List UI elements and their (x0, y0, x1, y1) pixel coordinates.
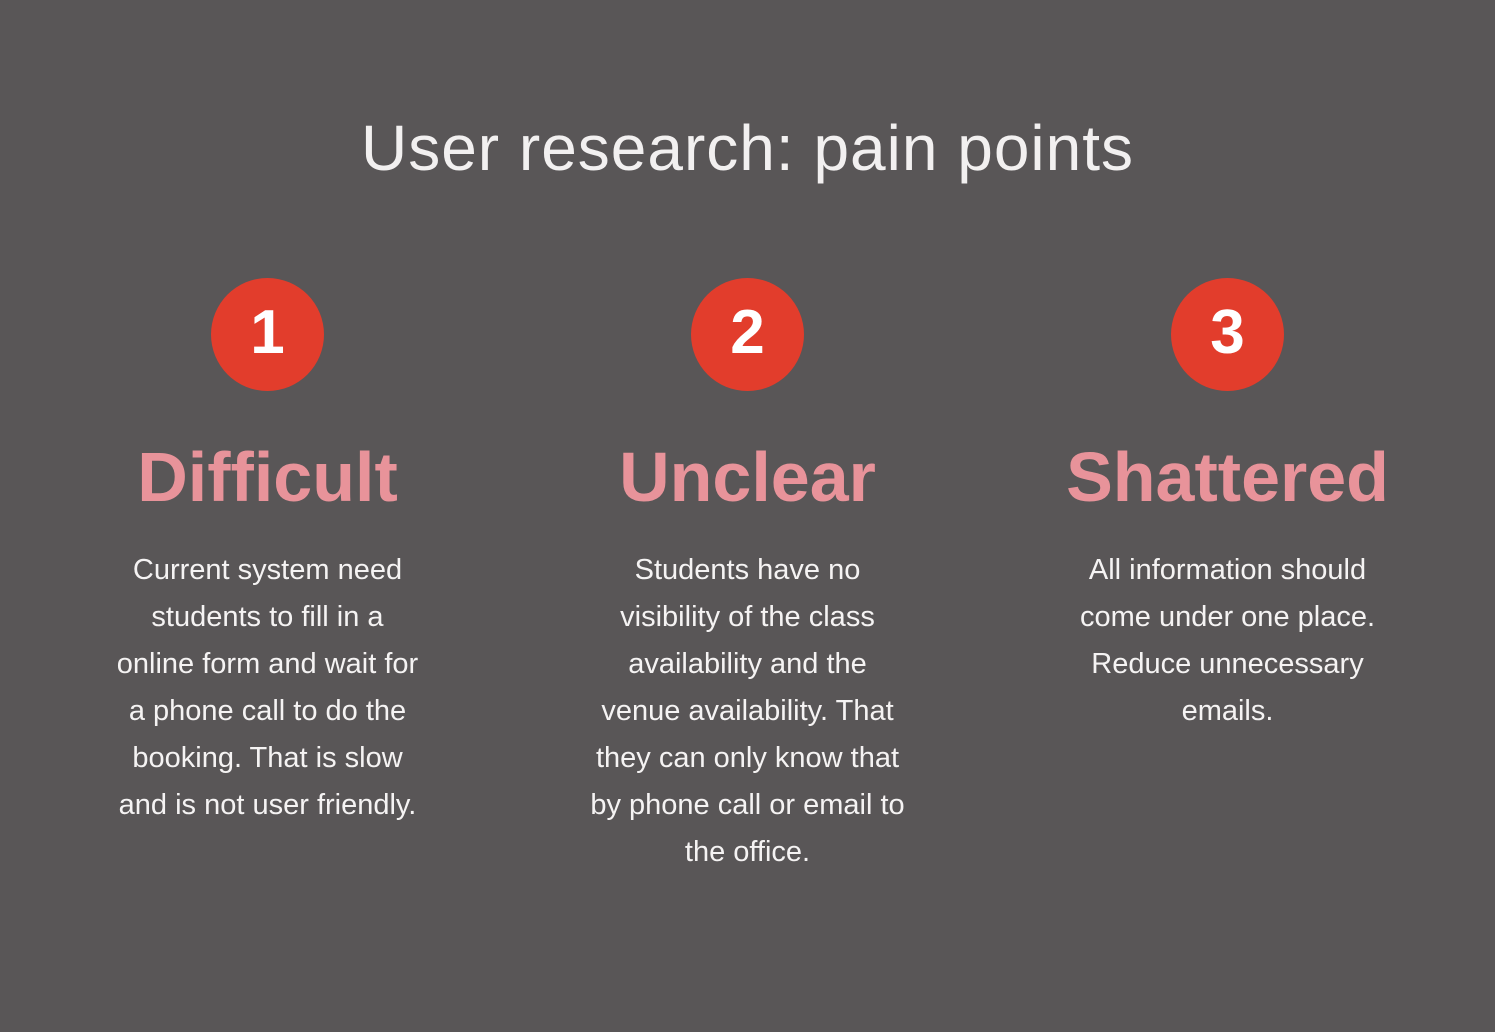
number-circle-1: 1 (211, 278, 324, 391)
number-circle-2: 2 (691, 278, 804, 391)
pain-point-description: Current system need students to fill in … (116, 554, 419, 821)
number-label: 1 (250, 297, 285, 367)
pain-point-3: 3 Shattered All information should come … (1008, 278, 1448, 876)
number-circle-3: 3 (1171, 278, 1284, 391)
slide-title: User research: pain points (360, 112, 1135, 184)
pain-point-2: 2 Unclear Students have no visibility of… (528, 278, 968, 876)
number-label: 2 (730, 297, 765, 367)
pain-point-heading: Difficult (137, 438, 398, 516)
pain-points-row: 1 Difficult Current system need students… (48, 278, 1448, 876)
number-label: 3 (1210, 297, 1245, 367)
pain-point-heading: Unclear (619, 438, 876, 516)
pain-point-1: 1 Difficult Current system need students… (48, 278, 488, 876)
pain-point-description: All information should come under one pl… (1079, 554, 1376, 727)
pain-point-heading: Shattered (1066, 438, 1389, 516)
pain-point-description: Students have no visibility of the class… (590, 554, 905, 868)
